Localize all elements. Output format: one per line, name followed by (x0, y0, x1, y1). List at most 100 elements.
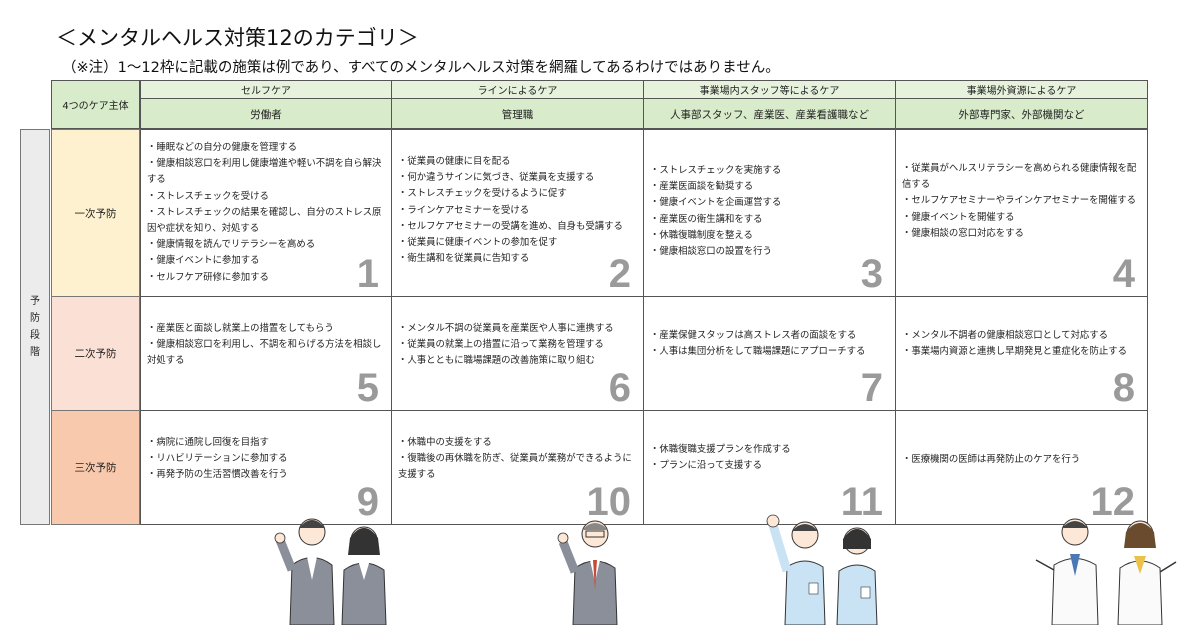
cell-secondary-internal-staff-care: ・産業保健スタッフは高ストレス者の面談をする・人事は集団分析をして職場課題にアプ… (643, 296, 896, 411)
measure-item: ・健康相談窓口を利用し、不調を和らげる方法を相談し対処する (147, 339, 382, 367)
measure-item: ・健康相談窓口の設置を行う (650, 246, 772, 258)
cell-tertiary-external-care: ・医療機関の医師は再発防止のケアを行う 12 (895, 410, 1148, 525)
measure-list: ・医療機関の医師は再発防止のケアを行う (896, 411, 1147, 468)
cell-tertiary-self-care: ・病院に通院し回復を目指す・リハビリテーションに参加する・再発予防の生活習慣改善… (140, 410, 392, 525)
level-tertiary-prevention: 三次予防 (51, 410, 140, 525)
measure-item: ・ストレスチェックを受ける (147, 190, 269, 202)
category-number: 8 (1112, 366, 1135, 410)
measure-item: ・メンタル不調の従業員を産業医や人事に連携する (398, 323, 614, 334)
measure-item: ・人事とともに職場課題の改善施策に取り組む (398, 355, 595, 367)
measure-list: ・産業医と面談し就業上の措置をしてもらう・健康相談窓口を利用し、不調を和らげる方… (141, 297, 391, 370)
measure-item: ・ストレスチェックを実施する (650, 165, 782, 176)
column-header-internal-staff-care: 事業場内スタッフ等によるケア 人事部スタッフ、産業医、産業看護職など (643, 80, 896, 129)
category-number: 7 (860, 366, 883, 410)
disclaimer-note: （※注）1～12枠に記載の施策は例であり、すべてのメンタルヘルス対策を網羅してあ… (62, 60, 780, 76)
measure-item: ・産業医の衛生講和をする (650, 213, 763, 225)
measure-item: ・産業医面談を勧奨する (650, 181, 754, 193)
measure-item: ・セルフケアセミナーの受講を進め、自身も受講する (398, 220, 623, 232)
category-number: 6 (608, 366, 631, 410)
measure-item: ・セルフケアセミナーやラインケアセミナーを開催する (902, 195, 1137, 207)
measure-item: ・ストレスチェックを受けるように促す (398, 188, 567, 200)
column-title: 事業場外資源によるケア (896, 81, 1147, 99)
measure-list: ・病院に通院し回復を目指す・リハビリテーションに参加する・再発予防の生活習慣改善… (141, 411, 391, 484)
category-number: 2 (608, 252, 631, 296)
measure-list: ・メンタル不調者の健康相談窓口として対応する・事業場内資源と連携し早期発見と重症… (896, 297, 1147, 360)
cell-primary-self-care: ・睡眠などの自分の健康を管理する・健康相談窓口を利用し健康増進や軽い不調を自ら解… (140, 129, 392, 297)
measure-item: ・メンタル不調者の健康相談窓口として対応する (902, 330, 1108, 341)
column-header-self-care: セルフケア 労働者 (140, 80, 392, 129)
measure-item: ・復職後の再休職を防ぎ、従業員が業務ができるように支援する (398, 453, 632, 481)
staff-illustration (766, 514, 878, 625)
measure-item: ・病院に通院し回復を目指す (147, 437, 269, 448)
measure-item: ・産業保健スタッフは高ストレス者の面談をする (650, 330, 857, 341)
measure-item: ・睡眠などの自分の健康を管理する (147, 142, 298, 153)
measure-item: ・従業員の健康に目を配る (398, 156, 511, 167)
measure-item: ・従業員に健康イベントの参加を促す (398, 237, 558, 249)
page-title: ＜メンタルヘルス対策12のカテゴリ＞ (56, 26, 419, 50)
measure-item: ・医療機関の医師は再発防止のケアを行う (902, 454, 1081, 465)
measure-list: ・産業保健スタッフは高ストレス者の面談をする・人事は集団分析をして職場課題にアプ… (644, 297, 895, 360)
column-title: セルフケア (141, 81, 391, 99)
measure-item: ・ラインケアセミナーを受ける (398, 204, 530, 216)
column-header-external-care: 事業場外資源によるケア 外部専門家、外部機関など (895, 80, 1148, 129)
column-title: ラインによるケア (392, 81, 643, 99)
cell-primary-line-care: ・従業員の健康に目を配る・何か違うサインに気づき、従業員を支援する・ストレスチェ… (391, 129, 644, 297)
column-title: 事業場内スタッフ等によるケア (644, 81, 895, 99)
category-number: 11 (840, 480, 883, 524)
column-header-line-care: ラインによるケア 管理職 (391, 80, 644, 129)
level-primary-prevention: 一次予防 (51, 129, 140, 297)
measure-item: ・健康イベントを企画運営する (650, 197, 782, 209)
column-subtitle: 外部専門家、外部機関など (958, 109, 1085, 121)
cell-secondary-external-care: ・メンタル不調者の健康相談窓口として対応する・事業場内資源と連携し早期発見と重症… (895, 296, 1148, 411)
manager-illustration (557, 520, 618, 625)
column-subtitle: 管理職 (501, 109, 534, 121)
measure-item: ・衛生講和を従業員に告知する (398, 253, 530, 265)
cell-secondary-self-care: ・産業医と面談し就業上の措置をしてもらう・健康相談窓口を利用し、不調を和らげる方… (140, 296, 392, 411)
measure-item: ・ストレスチェックの結果を確認し、自分のストレス原因や症状を知り、対処する (147, 206, 382, 235)
measure-item: ・セルフケア研修に参加する (147, 271, 269, 283)
column-subtitle: 労働者 (250, 109, 282, 121)
measure-item: ・健康相談窓口を利用し健康増進や軽い不調を自ら解決する (147, 158, 382, 186)
prevention-phase-label: 予防段階 (20, 129, 50, 525)
measure-item: ・従業員の就業上の措置に沿って業務を管理する (398, 339, 604, 351)
measure-list: ・休職中の支援をする・復職後の再休職を防ぎ、従業員が業務ができるように支援する (392, 411, 643, 484)
category-number: 10 (586, 480, 632, 524)
category-number: 12 (1090, 480, 1136, 524)
measure-item: ・健康相談の窓口対応をする (902, 227, 1024, 239)
category-number: 5 (356, 366, 379, 410)
care-corner-header: 4つのケア主体 (51, 80, 140, 129)
measure-item: ・人事は集団分析をして職場課題にアプローチする (650, 346, 866, 358)
category-number: 4 (1112, 252, 1135, 296)
measure-list: ・睡眠などの自分の健康を管理する・健康相談窓口を利用し健康増進や軽い不調を自ら解… (141, 130, 391, 286)
level-secondary-prevention: 二次予防 (51, 296, 140, 411)
measure-item: ・再発予防の生活習慣改善を行う (147, 469, 288, 481)
category-number: 3 (860, 252, 883, 296)
measure-item: ・プランに沿って支援する (650, 460, 763, 472)
measure-item: ・休職復職支援プランを作成する (650, 444, 791, 455)
measure-list: ・休職復職支援プランを作成する・プランに沿って支援する (644, 411, 895, 474)
worker-illustration (274, 518, 387, 625)
measure-list: ・従業員の健康に目を配る・何か違うサインに気づき、従業員を支援する・ストレスチェ… (392, 130, 643, 267)
cell-secondary-line-care: ・メンタル不調の従業員を産業医や人事に連携する・従業員の就業上の措置に沿って業務… (391, 296, 644, 411)
measure-item: ・産業医と面談し就業上の措置をしてもらう (147, 323, 334, 334)
measure-list: ・メンタル不調の従業員を産業医や人事に連携する・従業員の就業上の措置に沿って業務… (392, 297, 643, 370)
category-number: 1 (356, 252, 379, 296)
measure-item: ・何か違うサインに気づき、従業員を支援する (398, 172, 595, 184)
measure-list: ・ストレスチェックを実施する・産業医面談を勧奨する・健康イベントを企画運営する・… (644, 130, 895, 260)
cell-primary-external-care: ・従業員がヘルスリテラシーを高められる健康情報を配信する・セルフケアセミナーやラ… (895, 129, 1148, 297)
measure-item: ・健康情報を読んでリテラシーを高める (147, 239, 316, 251)
category-number: 9 (356, 480, 379, 524)
measure-item: ・休職中の支援をする (398, 437, 492, 448)
cell-tertiary-internal-staff-care: ・休職復職支援プランを作成する・プランに沿って支援する 11 (643, 410, 896, 525)
measure-item: ・休職復職制度を整える (650, 229, 753, 241)
measure-item: ・リハビリテーションに参加する (147, 453, 288, 465)
cell-primary-internal-staff-care: ・ストレスチェックを実施する・産業医面談を勧奨する・健康イベントを企画運営する・… (643, 129, 896, 297)
measure-list: ・従業員がヘルスリテラシーを高められる健康情報を配信する・セルフケアセミナーやラ… (896, 130, 1147, 242)
measure-item: ・事業場内資源と連携し早期発見と重症化を防止する (902, 346, 1128, 358)
measure-item: ・健康イベントを開催する (902, 211, 1015, 223)
external-expert-illustration (1035, 518, 1177, 625)
measure-item: ・健康イベントに参加する (147, 255, 260, 267)
measure-item: ・従業員がヘルスリテラシーを高められる健康情報を配信する (902, 163, 1137, 191)
column-subtitle: 人事部スタッフ、産業医、産業看護職など (669, 109, 870, 121)
